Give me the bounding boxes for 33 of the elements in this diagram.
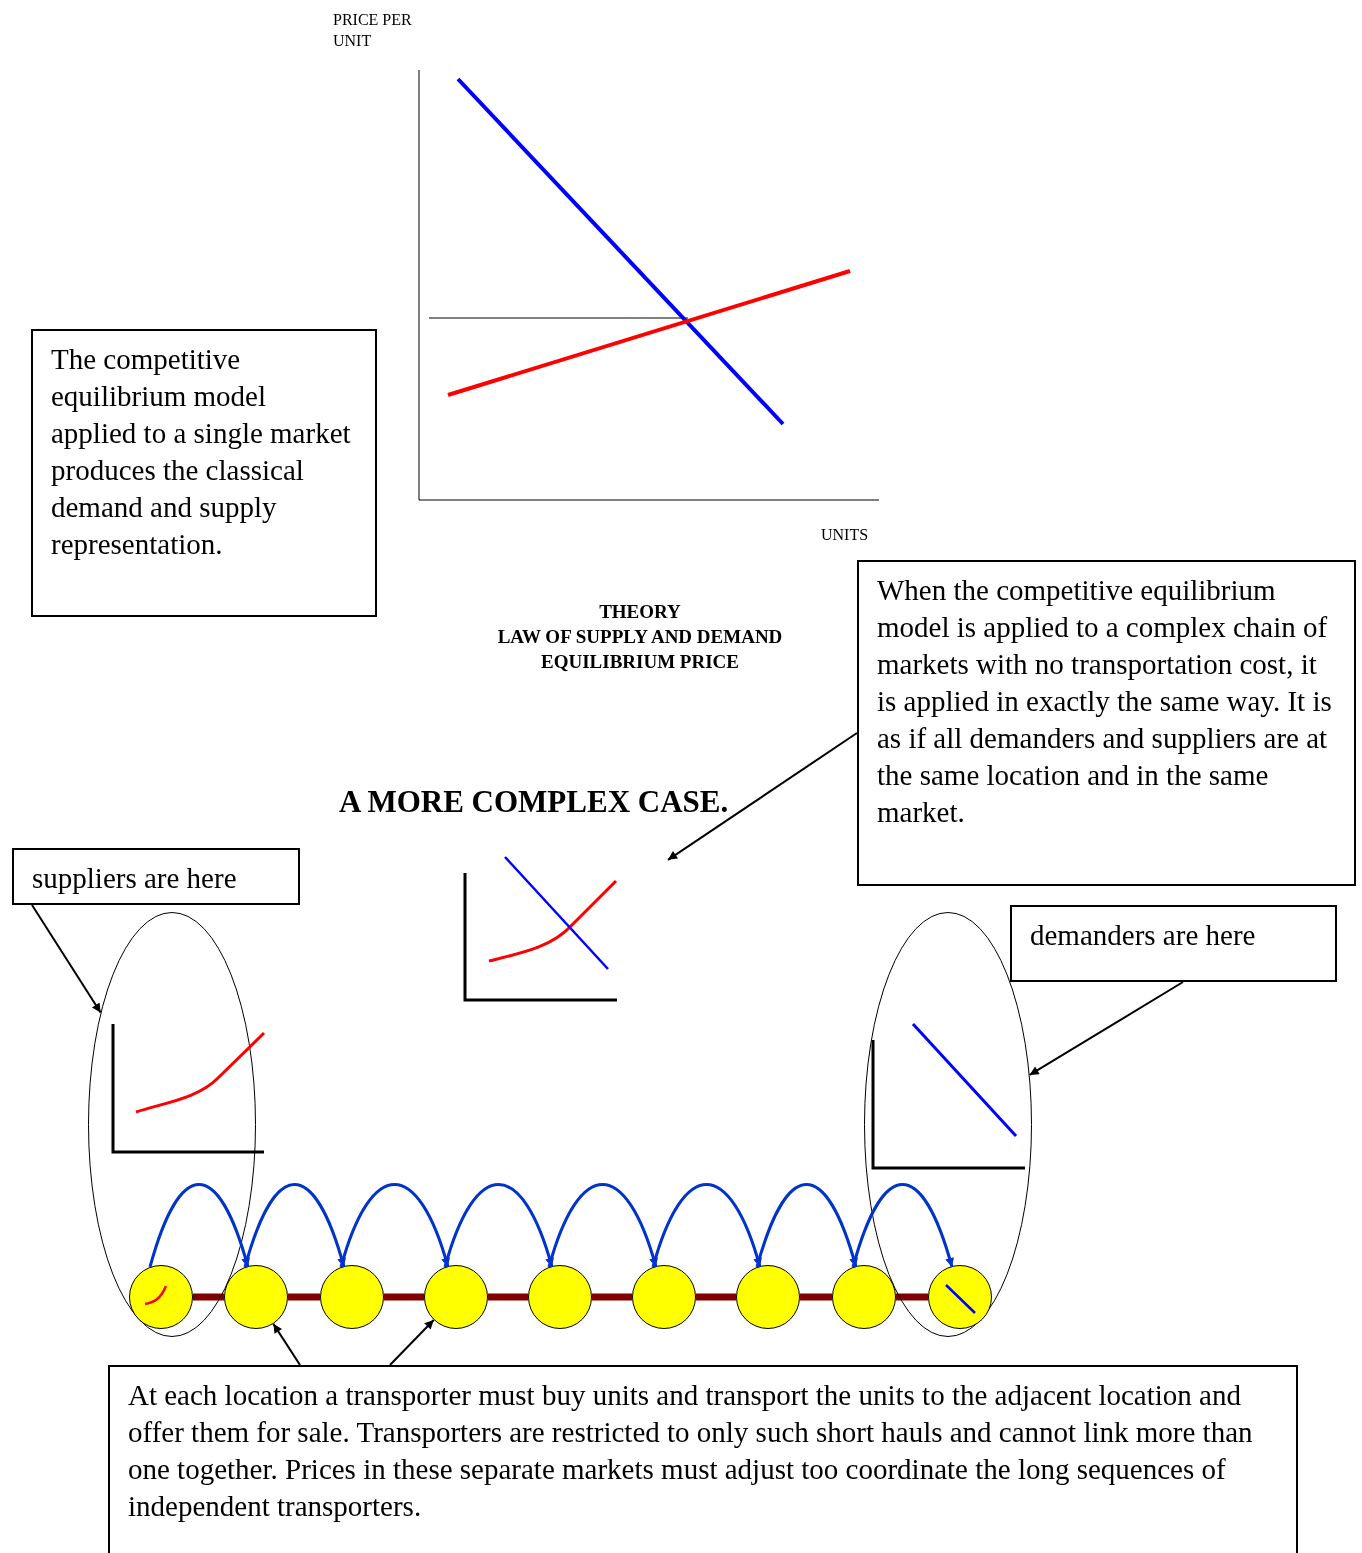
curved-arrow — [148, 1183, 250, 1268]
chart-caption: EQUILIBRIUM PRICE — [541, 651, 739, 673]
connecting-bar — [288, 1293, 320, 1301]
curved-arrow — [851, 1183, 954, 1268]
leader-arrow — [272, 1322, 301, 1366]
curved-arrow — [547, 1183, 658, 1268]
connecting-bar — [193, 1293, 224, 1301]
text-box: demanders are here — [1010, 905, 1337, 982]
connecting-bar — [384, 1293, 424, 1301]
curved-arrow — [443, 1183, 554, 1268]
text-box: The competitive equilibrium model applied to a single market produces the classical demand and supply representation. — [31, 329, 377, 617]
chart-caption: LAW OF SUPPLY AND DEMAND — [497, 626, 783, 648]
connecting-bar — [488, 1293, 528, 1301]
section-heading: A MORE COMPLEX CASE. — [339, 784, 729, 820]
curved-arrow — [651, 1183, 762, 1268]
curved-arrow — [243, 1183, 346, 1268]
connecting-bar — [696, 1293, 736, 1301]
leader-arrow — [389, 1318, 435, 1366]
axis-label: PRICE PER UNIT — [333, 10, 413, 51]
text-box: When the competitive equilibrium model is applied to a complex chain of markets with no transportation cost, it is applied in exactly the same way. It is as if all demanders and suppliers are at the same location and in the same market. — [857, 560, 1356, 886]
connecting-bar — [800, 1293, 832, 1301]
leader-arrow — [1028, 981, 1184, 1076]
connecting-bar — [896, 1293, 928, 1301]
text-box: suppliers are here — [12, 848, 300, 905]
leader-arrow — [31, 904, 102, 1014]
curved-arrow — [339, 1183, 450, 1268]
connecting-bar — [592, 1293, 632, 1301]
market-circle — [224, 1265, 288, 1329]
curved-arrow — [755, 1183, 858, 1268]
text-box: At each location a transporter must buy units and transport the units to the adjacent location and offer them for sale. Transporters are restricted to only such short hauls and cannot link more than one together. Prices in these separate markets must adjust too coordinate the long sequences of independent transporters. — [108, 1365, 1298, 1553]
leader-arrow — [667, 732, 858, 861]
chart-caption: THEORY — [599, 601, 681, 623]
axis-label: UNITS — [821, 526, 869, 544]
